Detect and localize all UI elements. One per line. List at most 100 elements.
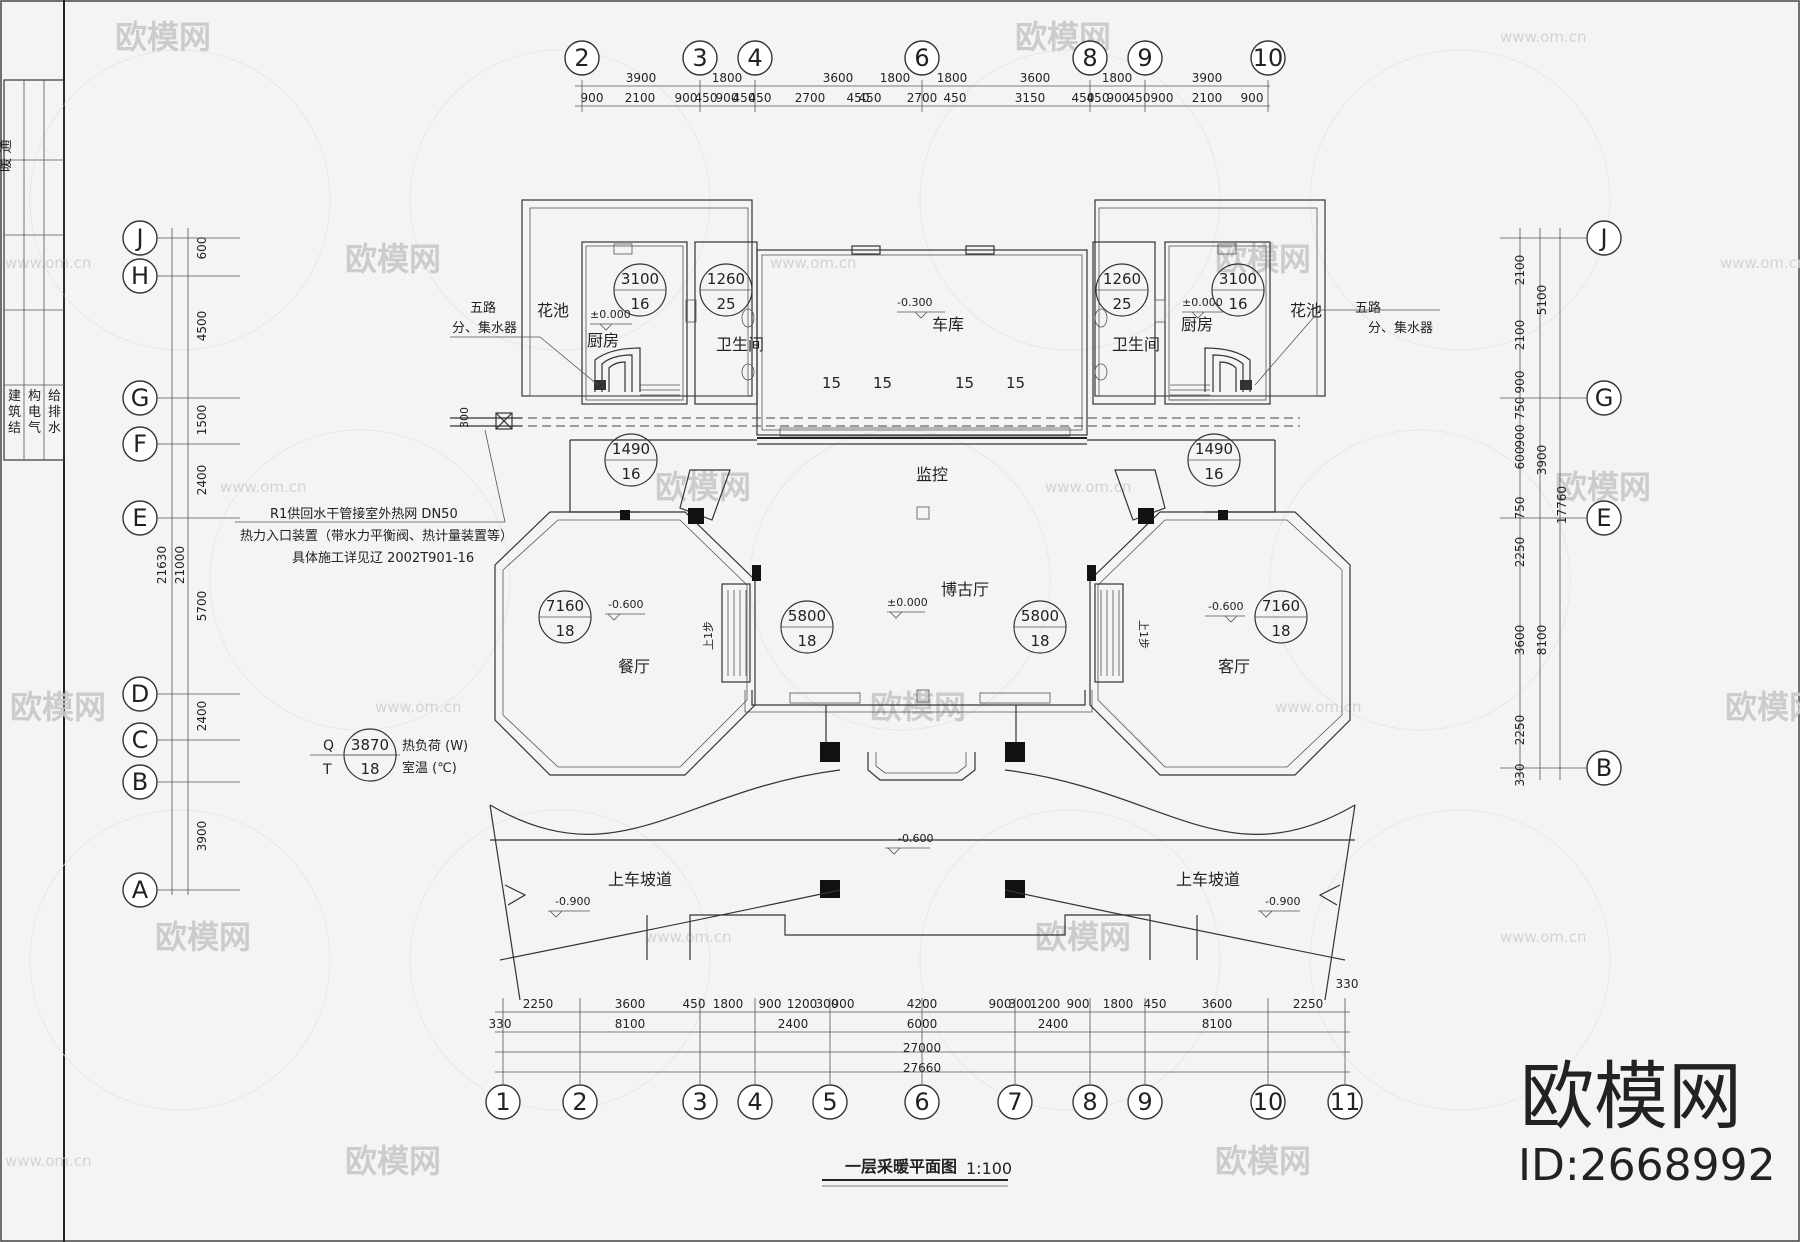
loop-count: 15 [822,374,841,392]
dim-right-value: 3600 [1513,625,1527,656]
dim-top-value: 2100 [1192,91,1223,105]
watermark-text: 欧模网 [115,18,211,56]
heat-load-tags: 3100163100161260251260251490161490167160… [538,263,1308,654]
legend-t-desc: 室温 (℃) [402,760,457,776]
axis-top-label: 4 [747,44,762,72]
axis-bottom-label: 5 [822,1088,837,1116]
dim-bottom-value: 300 [816,997,839,1011]
dim-top-value: 1800 [880,71,911,85]
right-dimension-chain: 2100210090075090060075022503600225033051… [1513,228,1569,786]
brand-id: ID:2668992 [1518,1140,1776,1191]
dim-top-value: 900 [675,91,698,105]
discipline-hvac: 暖 通 [0,140,14,172]
heat-load-t: 16 [621,465,640,483]
dim-right-value: 330 [1513,764,1527,787]
axis-top-circle [1250,40,1286,76]
discipline-char: 给 [48,389,61,404]
axis-top-label: 10 [1253,44,1284,72]
room-flowerbed-right: 花池 [1290,301,1322,320]
heat-load-q: 5800 [788,607,826,625]
watermark-text: 欧模网 [345,240,441,278]
discipline-char: 构 [28,389,41,404]
dim-bottom-value: 3600 [1202,997,1233,1011]
dim-right-value: 900 [1513,371,1527,394]
level-kitchen-left: ±0.000 [590,308,631,321]
discipline-char: 气 [28,420,41,436]
axis-bottom-label: 3 [692,1088,707,1116]
axis-bottom-label: 8 [1082,1088,1097,1116]
dim-right-value: 750 [1513,497,1527,520]
dim-bottom-value: 900 [759,997,782,1011]
level-marks: -0.300 ±0.000 ±0.000 ±0.000 -0.600 -0.60… [548,296,1300,918]
dim-right-value: 750 [1513,397,1527,420]
dim-bottom-value: 2250 [1293,997,1324,1011]
heat-load-q: 7160 [546,597,584,615]
discipline-char: 结 [8,421,21,436]
discipline-char: 建 [8,389,21,404]
dim-left-total: 21000 [173,546,187,584]
axis-bottom-label: 11 [1330,1088,1361,1116]
dim-bottom-value: 8100 [1202,1017,1233,1031]
pipe-size: 300 [458,407,471,428]
dim-top-value: 1800 [1102,71,1133,85]
brand-logo: 欧模网 ID:2668992 [1518,1054,1776,1191]
dim-top-value: 1800 [712,71,743,85]
dim-top-value: 450 [847,91,870,105]
heat-load-t: 25 [716,295,735,313]
step-note-right: 上1步 [1137,620,1150,649]
heat-load-q: 7160 [1262,597,1300,615]
heat-load-q: 3100 [621,270,659,288]
level-garage: -0.300 [897,296,932,309]
step-note-left: 上1步 [702,621,715,650]
axis-left-label: J [134,224,143,252]
dim-right-value: 2100 [1513,320,1527,351]
dim-left-value: 3900 [195,821,209,852]
axis-bottom-label: 9 [1137,1088,1152,1116]
dim-right-value: 600 [1513,447,1527,470]
axis-bottom-label: 2 [572,1088,587,1116]
discipline-char: 筑 [8,404,21,420]
dim-right-value: 2100 [1513,255,1527,286]
dim-top-value: 900 [716,91,739,105]
dim-bottom-value: 300 [1009,997,1032,1011]
axis-top-label: 8 [1082,44,1097,72]
axis-bottom-circle [1327,1084,1363,1120]
axis-bottom-circle [904,1084,940,1120]
room-ramp-left: 上车坡道 [608,870,672,889]
dim-bottom-value: 1200 [1030,997,1061,1011]
axis-top-label: 3 [692,44,707,72]
heat-load-q: 1490 [612,440,650,458]
axis-bottom-label: 6 [914,1088,929,1116]
dim-bottom-value: 900 [832,997,855,1011]
legend-q-symbol: Q [323,738,334,754]
supply-note: R1供回水干管接室外热网 DN50 [270,506,458,522]
loop-count: 15 [873,374,892,392]
dim-top-value: 3150 [1015,91,1046,105]
axis-bottom-label: 4 [747,1088,762,1116]
axis-bottom-circle [1072,1084,1108,1120]
manifold-note-left: 分、集水器 [452,320,517,336]
heat-load-t: 18 [1271,622,1290,640]
axis-left-label: H [131,262,149,290]
dim-bottom-value: 450 [683,997,706,1011]
watermark-url: www.om.cn [1720,254,1800,272]
dim-bottom-value: 3600 [615,997,646,1011]
axis-left-label: B [132,768,148,796]
axis-bottom-circle [997,1084,1033,1120]
room-bath-left: 卫生间 [716,335,764,354]
axis-top-circle [1127,40,1163,76]
dim-top-value: 450 [859,91,882,105]
dim-left-value: 4500 [195,311,209,342]
axis-top-circle [1072,40,1108,76]
axis-bottom-label: 10 [1253,1088,1284,1116]
heat-load-q: 3100 [1219,270,1257,288]
supply-note: 具体施工详见辽 2002T901-16 [292,551,474,566]
dim-bottom-value: 1800 [713,997,744,1011]
room-ramp-right: 上车坡道 [1176,870,1240,889]
dim-top-value: 3600 [823,71,854,85]
dim-left-value: 5700 [195,591,209,622]
dim-top-value: 2700 [907,91,938,105]
dim-bottom-value: 900 [989,997,1012,1011]
dim-top-value: 2100 [625,91,656,105]
